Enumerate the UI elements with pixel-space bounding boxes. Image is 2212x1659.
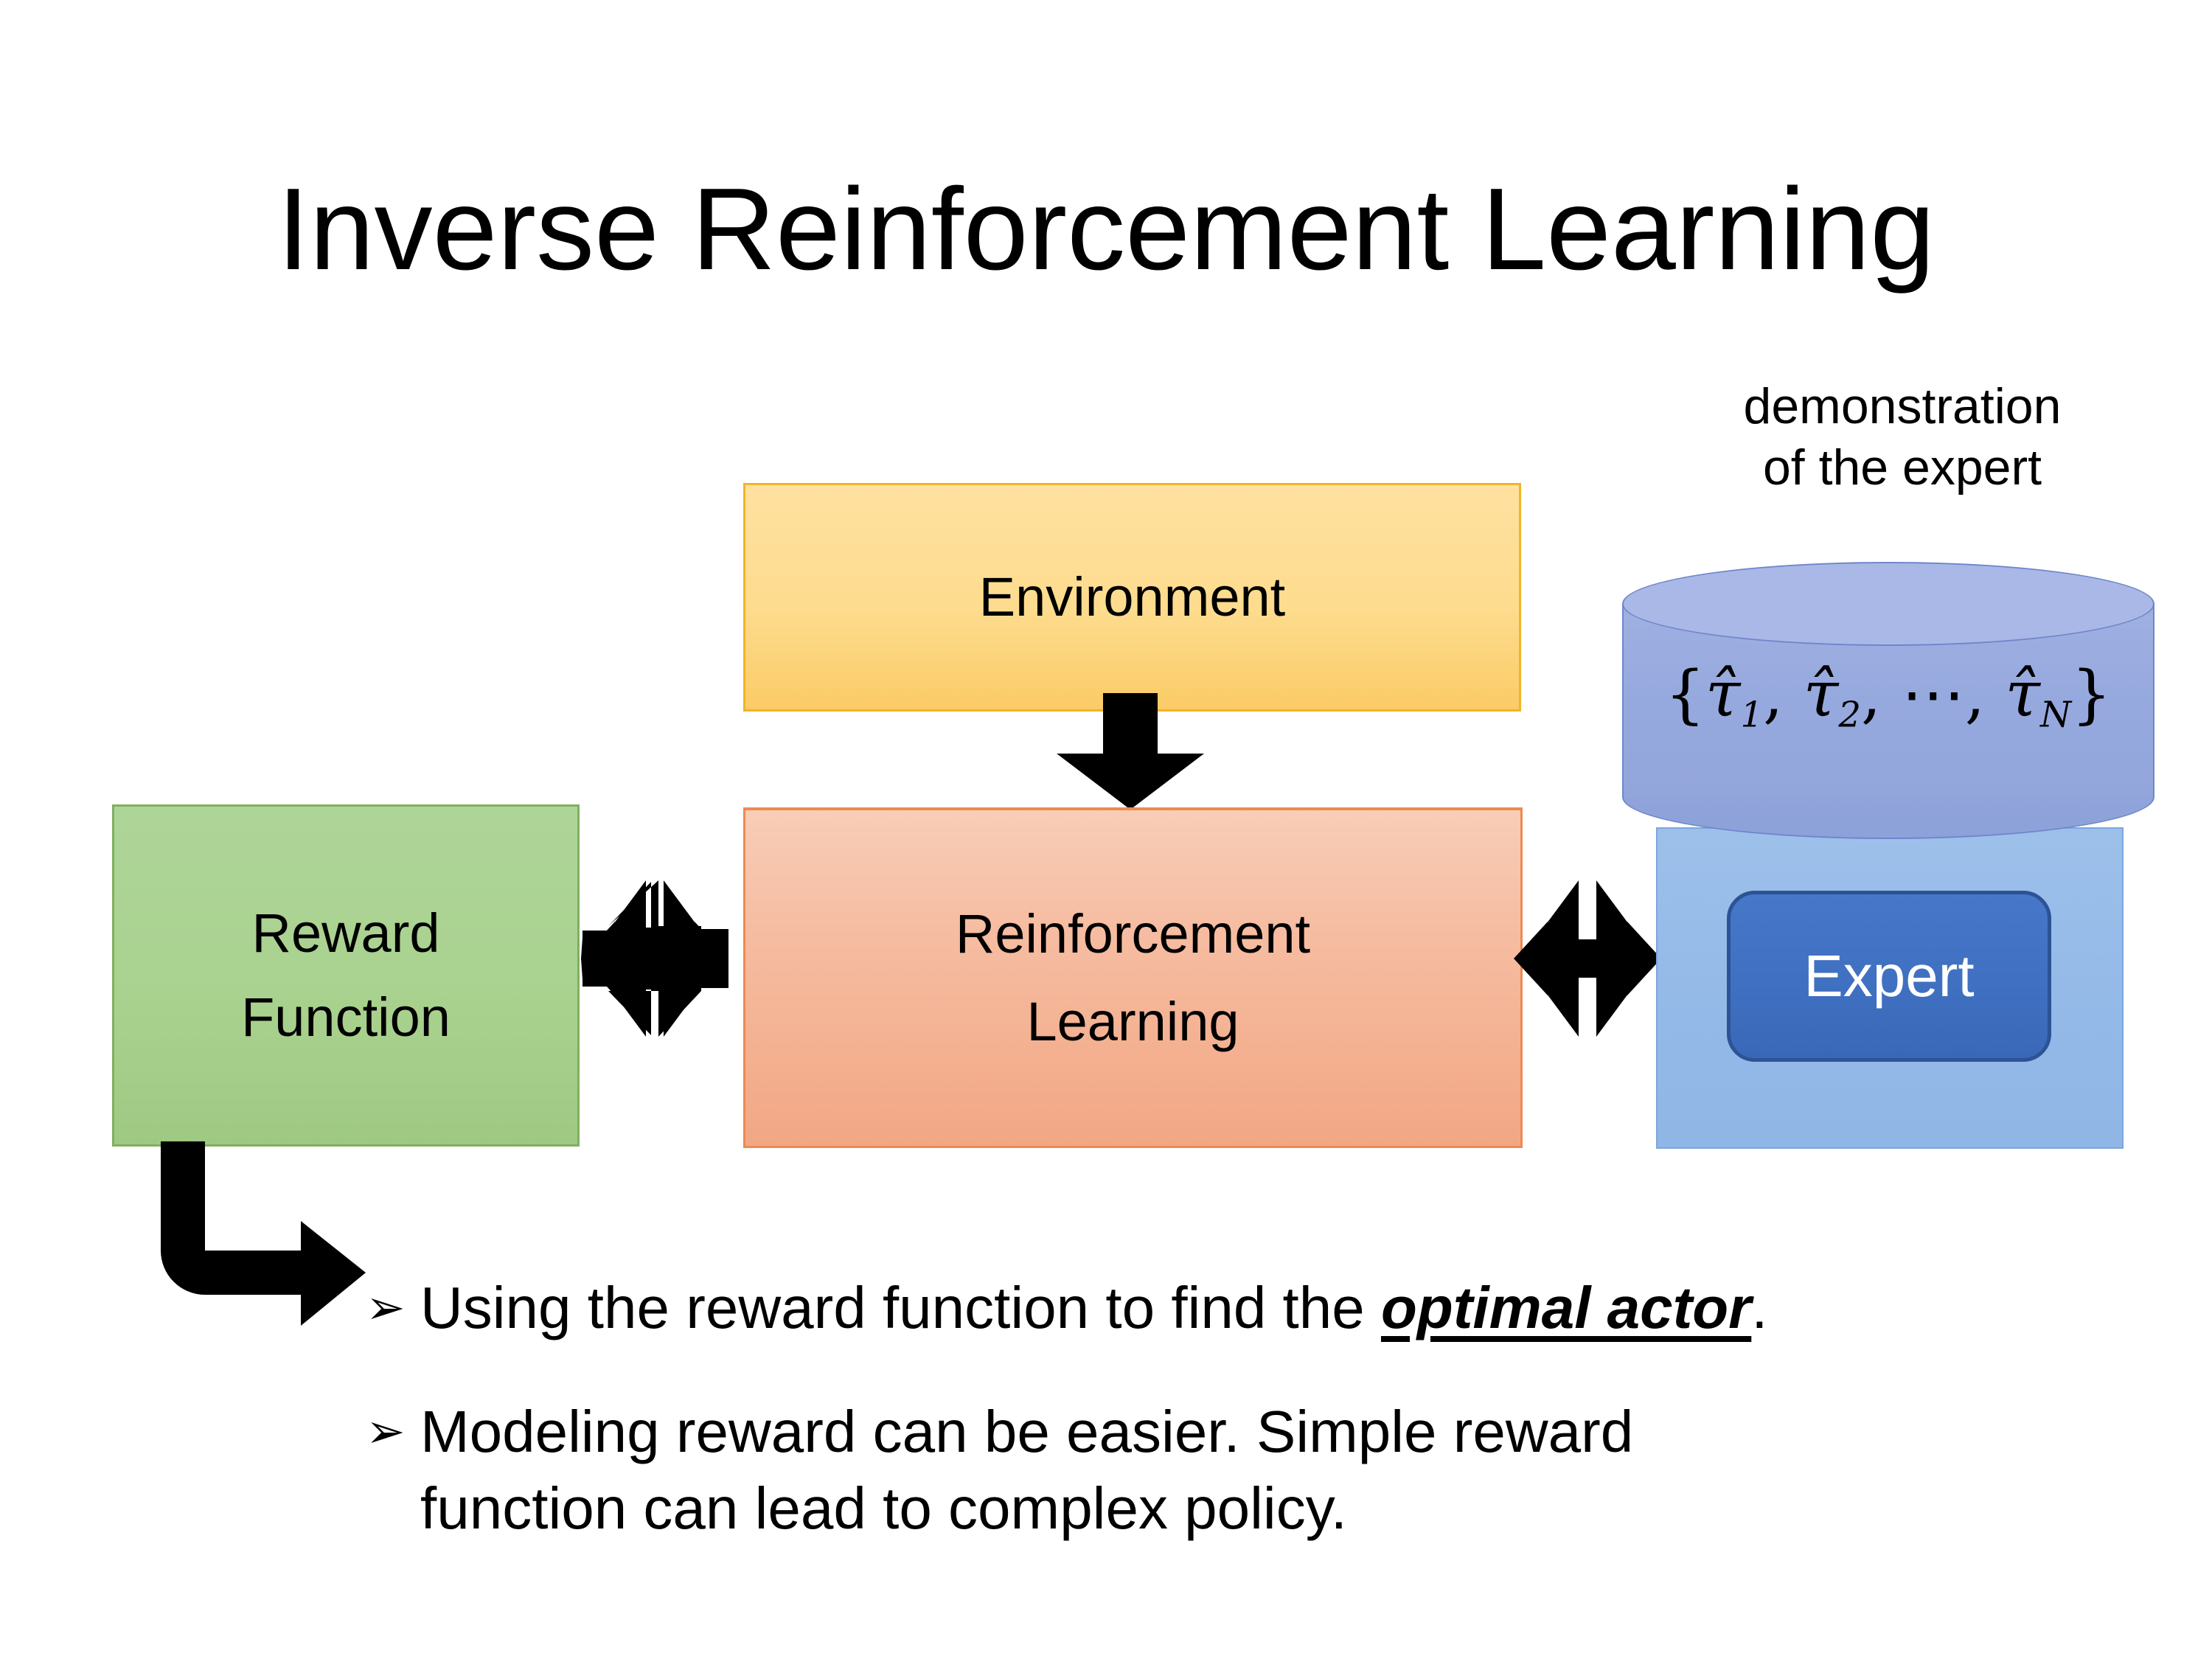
- tau-2: τ̂: [1803, 658, 1839, 731]
- tau-2-subscript: 2: [1838, 694, 1862, 736]
- environment-to-rl-arrow: [1053, 693, 1208, 811]
- cylinder-top-ellipse: [1622, 562, 2154, 646]
- bullet-item-2: ➢ Modeling reward can be easier. Simple …: [366, 1394, 2106, 1547]
- bullet-2-line1: Modeling reward can be easier. Simple re…: [420, 1399, 1634, 1464]
- reward-label-line1: Reward: [251, 902, 440, 964]
- tau-n: τ̂: [2005, 658, 2040, 731]
- comma-3: ,: [1964, 658, 2006, 731]
- set-open-brace: {: [1665, 658, 1705, 731]
- demonstration-caption-line1: demonstration: [1743, 378, 2062, 434]
- reward-function-box[interactable]: Reward Function: [112, 804, 580, 1147]
- bullet-list: ➢ Using the reward function to find the …: [366, 1270, 2106, 1547]
- tau-1: τ̂: [1705, 658, 1741, 731]
- trajectory-set-label: {τ̂1, τ̂2, ⋯, τ̂N}: [1622, 658, 2154, 735]
- bullet-1-text-before: Using the reward function to find the: [420, 1275, 1381, 1340]
- environment-label: Environment: [978, 566, 1286, 627]
- comma-2: ,: [1861, 658, 1902, 731]
- set-close-brace: }: [2071, 658, 2112, 731]
- tau-n-subscript: N: [2039, 694, 2072, 736]
- rl-label-line2: Learning: [1026, 990, 1239, 1052]
- reward-rl-exchange-arrow: [581, 880, 730, 1037]
- expert-button-label: Expert: [1804, 943, 1975, 1009]
- reinforcement-learning-box[interactable]: Reinforcement Learning: [743, 807, 1523, 1148]
- bullet-arrow-icon: ➢: [366, 1405, 406, 1458]
- reward-to-bullets-arrow: [145, 1141, 417, 1355]
- quad-arrow-icon: [581, 880, 730, 1037]
- bent-arrow-icon: [161, 1141, 366, 1326]
- down-arrow-icon: [1057, 693, 1204, 810]
- bullet-arrow-icon: ➢: [366, 1281, 406, 1334]
- bullet-1-text-after: .: [1751, 1275, 1768, 1340]
- comma-1: ,: [1763, 658, 1804, 731]
- environment-box[interactable]: Environment: [743, 483, 1521, 712]
- quad-arrow-icon: [1514, 880, 1661, 1037]
- bullet-item-1: ➢ Using the reward function to find the …: [366, 1270, 2106, 1346]
- rl-expert-exchange-arrow: [1514, 880, 1661, 1037]
- ellipsis: ⋯: [1901, 658, 1965, 731]
- trajectory-cylinder[interactable]: {τ̂1, τ̂2, ⋯, τ̂N}: [1622, 562, 2154, 839]
- bullet-2-line2: function can lead to complex policy.: [420, 1475, 1347, 1541]
- demonstration-caption: demonstration of the expert: [1622, 376, 2183, 498]
- bullet-item-2-text: Modeling reward can be easier. Simple re…: [420, 1394, 2106, 1547]
- tau-1-subscript: 1: [1740, 694, 1764, 736]
- demonstration-caption-line2: of the expert: [1762, 439, 2042, 495]
- rl-label-line1: Reinforcement: [955, 903, 1311, 964]
- reward-label-line2: Function: [241, 987, 451, 1048]
- expert-button[interactable]: Expert: [1727, 891, 2051, 1062]
- page-title: Inverse Reinforcement Learning: [276, 164, 1935, 294]
- bullet-item-1-text: Using the reward function to find the op…: [420, 1270, 2106, 1346]
- bullet-1-emphasis: optimal actor: [1380, 1275, 1752, 1340]
